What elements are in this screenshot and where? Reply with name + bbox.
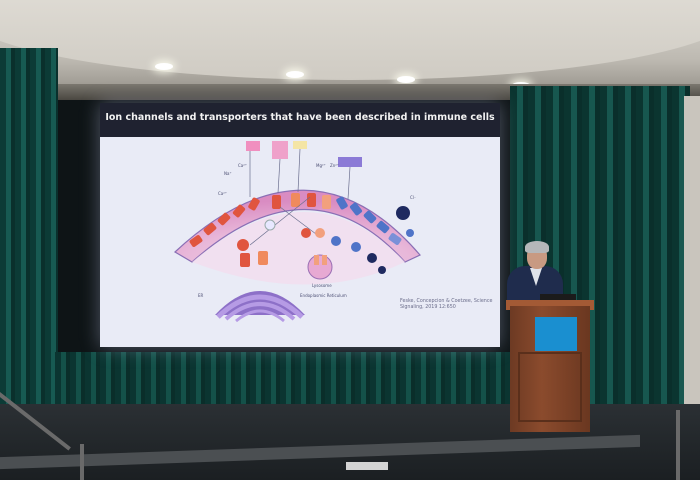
floor-monitor	[346, 462, 388, 470]
podium-top	[506, 300, 594, 310]
ceiling-light	[155, 63, 173, 70]
podium-logo-sign	[535, 317, 577, 351]
ceiling-light	[397, 76, 415, 83]
svg-text:Ca²⁺: Ca²⁺	[238, 163, 247, 168]
slide-title: Ion channels and transporters that have …	[105, 112, 495, 123]
svg-text:ER: ER	[198, 293, 204, 298]
endoplasmic-reticulum	[215, 251, 305, 323]
slide-citation: Feske, Concepcion & Coetzee, Science Sig…	[400, 299, 493, 310]
annotation-lines	[249, 148, 351, 246]
cell-diagram: Na⁺ Ca²⁺ Mg²⁺ Zn²⁺ Cl⁻ Ca²⁺ Endoplasmic …	[173, 141, 421, 323]
svg-text:Mg²⁺: Mg²⁺	[316, 163, 326, 168]
svg-text:Ca²⁺: Ca²⁺	[218, 191, 227, 196]
svg-text:Endoplasmic Reticulum: Endoplasmic Reticulum	[300, 293, 347, 298]
svg-text:Na⁺: Na⁺	[224, 171, 232, 176]
svg-text:Zn²⁺: Zn²⁺	[330, 163, 339, 168]
speaker-hair	[525, 241, 549, 253]
left-curtain	[0, 48, 58, 448]
lower-curtain	[55, 352, 515, 408]
right-railing	[676, 410, 680, 480]
railing-post	[80, 444, 84, 480]
lysosome	[307, 254, 333, 280]
top-markers	[246, 141, 362, 167]
ions	[237, 206, 414, 274]
ion-channels	[189, 193, 402, 247]
slide-title-bar: Ion channels and transporters that have …	[100, 103, 500, 137]
laptop	[540, 294, 576, 302]
ceiling-light	[286, 71, 304, 78]
svg-text:Cl⁻: Cl⁻	[410, 195, 416, 200]
podium-panel	[518, 352, 582, 422]
diagram-labels: Na⁺ Ca²⁺ Mg²⁺ Zn²⁺ Cl⁻ Ca²⁺ Endoplasmic …	[198, 163, 416, 298]
svg-text:Lysosome: Lysosome	[312, 283, 332, 288]
side-wall	[684, 96, 700, 426]
projection-screen: Ion channels and transporters that have …	[100, 103, 500, 347]
